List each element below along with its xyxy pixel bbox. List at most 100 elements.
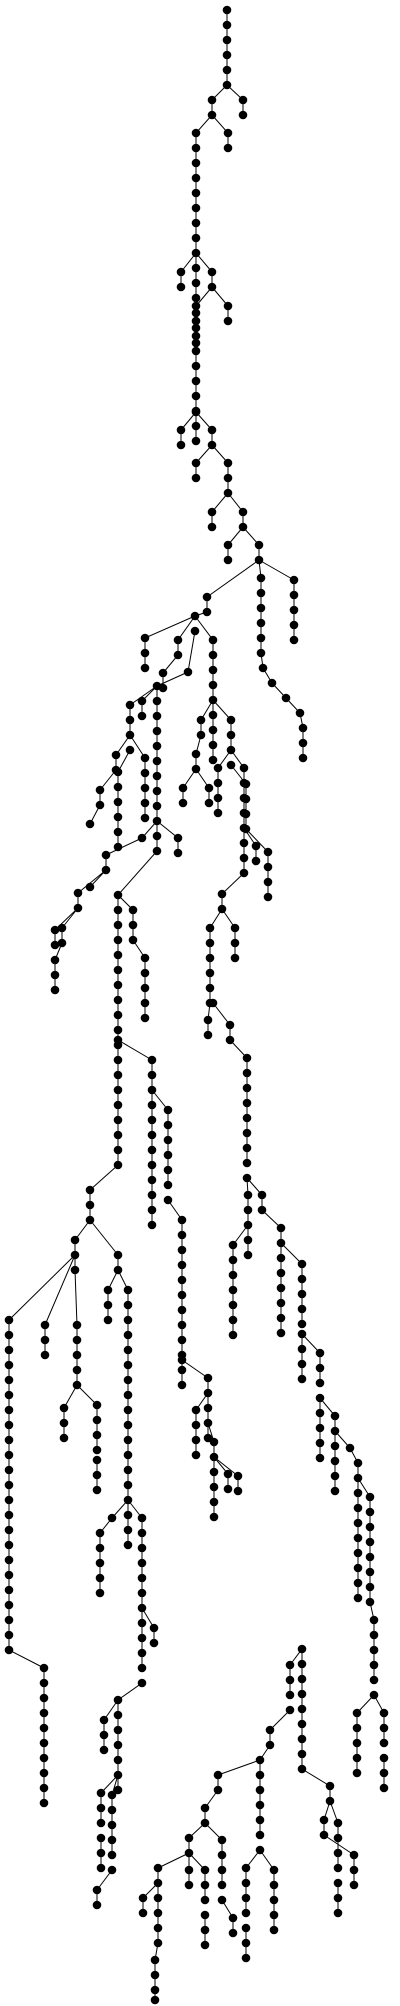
tree-node bbox=[128, 920, 138, 930]
tree-node bbox=[176, 425, 186, 435]
tree-node bbox=[140, 983, 150, 993]
tree-node bbox=[200, 1818, 210, 1828]
tree-node bbox=[191, 407, 201, 417]
tree-node bbox=[208, 650, 218, 660]
tree-node bbox=[4, 1375, 14, 1385]
tree-node bbox=[353, 1533, 363, 1543]
tree-node bbox=[200, 1880, 210, 1890]
tree-node bbox=[241, 1953, 251, 1963]
tree-node bbox=[243, 1205, 253, 1215]
tree-node bbox=[191, 436, 201, 446]
tree-node bbox=[113, 980, 123, 990]
tree-node bbox=[208, 710, 218, 720]
tree-node bbox=[379, 1753, 389, 1763]
tree-node bbox=[152, 816, 162, 826]
tree-node bbox=[113, 1055, 123, 1065]
tree-node bbox=[223, 540, 233, 550]
tree-node bbox=[256, 618, 266, 628]
tree-node bbox=[241, 1863, 251, 1873]
tree-node bbox=[238, 522, 248, 532]
tree-node bbox=[113, 842, 123, 852]
tree-node bbox=[113, 950, 123, 960]
tree-node bbox=[125, 730, 135, 740]
tree-node bbox=[72, 1335, 82, 1345]
tree-node bbox=[70, 1250, 80, 1260]
tree-node bbox=[255, 1815, 265, 1825]
tree-node bbox=[150, 1985, 160, 1995]
tree-node bbox=[92, 1885, 102, 1895]
tree-node bbox=[113, 1265, 123, 1275]
tree-node bbox=[113, 1755, 123, 1765]
tree-node bbox=[242, 1158, 252, 1168]
tree-node bbox=[257, 1190, 267, 1200]
tree-node bbox=[330, 1441, 340, 1451]
tree-node bbox=[163, 1195, 173, 1205]
tree-node bbox=[152, 741, 162, 751]
tree-node bbox=[147, 1175, 157, 1185]
tree-node bbox=[92, 1415, 102, 1425]
tree-node bbox=[297, 1329, 307, 1339]
tree-node bbox=[223, 1469, 233, 1479]
tree-node bbox=[379, 1708, 389, 1718]
tree-node bbox=[153, 1908, 163, 1918]
tree-node bbox=[103, 1300, 113, 1310]
tree-node bbox=[140, 998, 150, 1008]
tree-node bbox=[365, 1582, 375, 1592]
tree-node bbox=[39, 1678, 49, 1688]
tree-node bbox=[217, 1835, 227, 1845]
tree-node bbox=[255, 1830, 265, 1840]
tree-edge bbox=[206, 559, 260, 598]
tree-node bbox=[330, 1456, 340, 1466]
tree-node bbox=[222, 50, 232, 60]
tree-node bbox=[269, 1925, 279, 1935]
tree-edge bbox=[323, 1834, 355, 1856]
tree-node bbox=[208, 680, 218, 690]
tree-node bbox=[230, 953, 240, 963]
tree-node bbox=[213, 808, 223, 818]
tree-node bbox=[113, 797, 123, 807]
tree-node bbox=[137, 1513, 147, 1523]
tree-node bbox=[153, 1938, 163, 1948]
tree-node bbox=[333, 1908, 343, 1918]
tree-node bbox=[258, 663, 268, 673]
tree-node bbox=[39, 1723, 49, 1733]
tree-node bbox=[190, 626, 200, 636]
tree-node bbox=[228, 1913, 238, 1923]
tree-node bbox=[209, 1512, 219, 1522]
tree-node bbox=[205, 983, 215, 993]
tree-node bbox=[72, 1380, 82, 1390]
tree-node bbox=[57, 923, 67, 933]
tree-node bbox=[223, 301, 233, 311]
tree-node bbox=[207, 282, 217, 292]
tree-node bbox=[92, 1445, 102, 1455]
tree-edge bbox=[212, 1002, 231, 1026]
tree-node bbox=[254, 555, 264, 565]
tree-node bbox=[39, 1663, 49, 1673]
tree-node bbox=[191, 1450, 201, 1460]
tree-node bbox=[125, 700, 135, 710]
tree-node bbox=[204, 798, 214, 808]
tree-node bbox=[113, 782, 123, 792]
tree-node bbox=[39, 1768, 49, 1778]
tree-node bbox=[191, 338, 201, 348]
tree-node bbox=[297, 1734, 307, 1744]
tree-node bbox=[92, 1900, 102, 1910]
tree-node bbox=[213, 778, 223, 788]
tree-node bbox=[85, 1185, 95, 1195]
tree-edge bbox=[129, 685, 158, 706]
tree-node bbox=[96, 1848, 106, 1858]
tree-node bbox=[217, 1895, 227, 1905]
tree-node bbox=[191, 421, 201, 431]
tree-node bbox=[40, 1335, 50, 1345]
tree-node bbox=[96, 1863, 106, 1873]
tree-node bbox=[153, 1923, 163, 1933]
tree-node bbox=[222, 35, 232, 45]
tree-node bbox=[265, 1740, 275, 1750]
tree-node bbox=[123, 1480, 133, 1490]
tree-node bbox=[177, 1380, 187, 1390]
tree-node bbox=[39, 1783, 49, 1793]
tree-node bbox=[191, 263, 201, 273]
tree-node bbox=[228, 1240, 238, 1250]
tree-node bbox=[251, 856, 261, 866]
